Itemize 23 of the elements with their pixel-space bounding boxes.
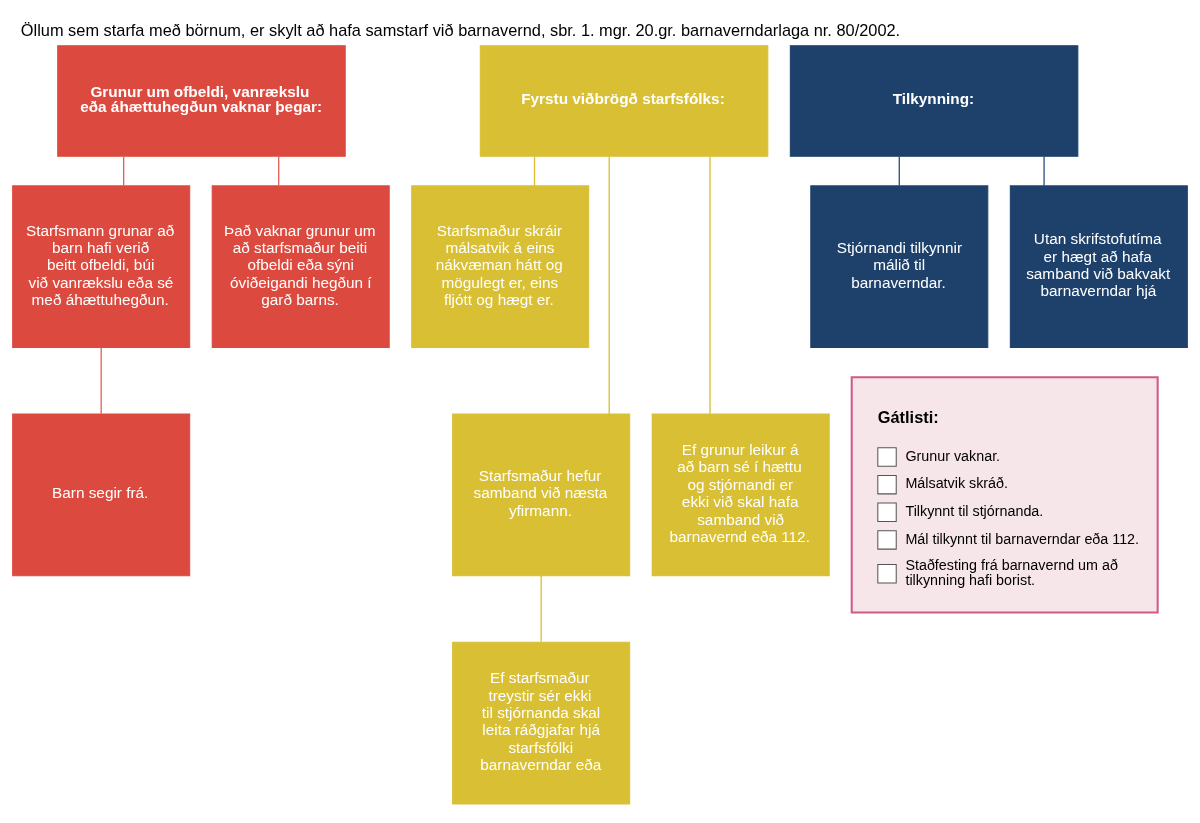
node-box: Starfsmaður hefur samband við næsta yfirmann. [452,413,631,577]
connector [123,155,125,187]
connector [608,155,610,415]
connector [540,575,542,643]
connector [278,155,280,187]
node-box: Starfsmaður skráir málsatvik á eins nákvæman hátt og mögulegt er, eins fljótt og hægt er. [411,185,590,349]
connector [898,155,900,187]
connector [709,155,711,415]
connector [100,347,102,415]
node-box: Fyrstu viðbrögð starfsfólks: [479,45,769,157]
connector [533,155,536,187]
node-box: Ef starfsmaður treystir sér ekki til stjórnanda skal leita ráðgjafar hjá starfsfólki barnaverndar eða [452,641,631,805]
node-box: Starfsmann grunar að barn hafi verið beitt ofbeldi, búi við vanrækslu eða sé með áhættuhegðun. [12,185,191,349]
node-box: Grunur um ofbeldi, vanrækslu eða áhættuhegðun vaknar þegar: [57,45,346,157]
node-box: Utan skrifstofutíma er hægt að hafa samband við bakvakt barnaverndar hjá [1009,185,1188,349]
node-box: Ef grunur leikur á að barn sé í hættu og stjórnandi er ekki við skal hafa samband við barnavernd eða 112. [651,413,830,577]
node-box: Það vaknar grunur um að starfsmaður beiti ofbeldi eða sýni óviðeigandi hegðun í garð barns. [211,185,390,349]
node-box: Stjórnandi tilkynnir málið til barnaverndar. [810,185,989,349]
node-box: Tilkynning: [789,45,1079,157]
connector [1043,155,1045,187]
node-box: Barn segir frá. [12,413,191,577]
node-box: Gátlisti: Grunur vaknar. Málsatvik skráð. Tilkynnt til stjórnanda. Mál tilkynnt til barnaverndar eða 112. Staðfesting frá barnavernd um að tilkynning hafi borist. [850,376,1159,614]
diagram-title: Öllum sem starfa með börnum, er skylt að hafa samstarf við barnavernd, sbr. 1. mgr. 20.gr. barnaverndarlaga nr. 80/2002. [20,21,901,40]
